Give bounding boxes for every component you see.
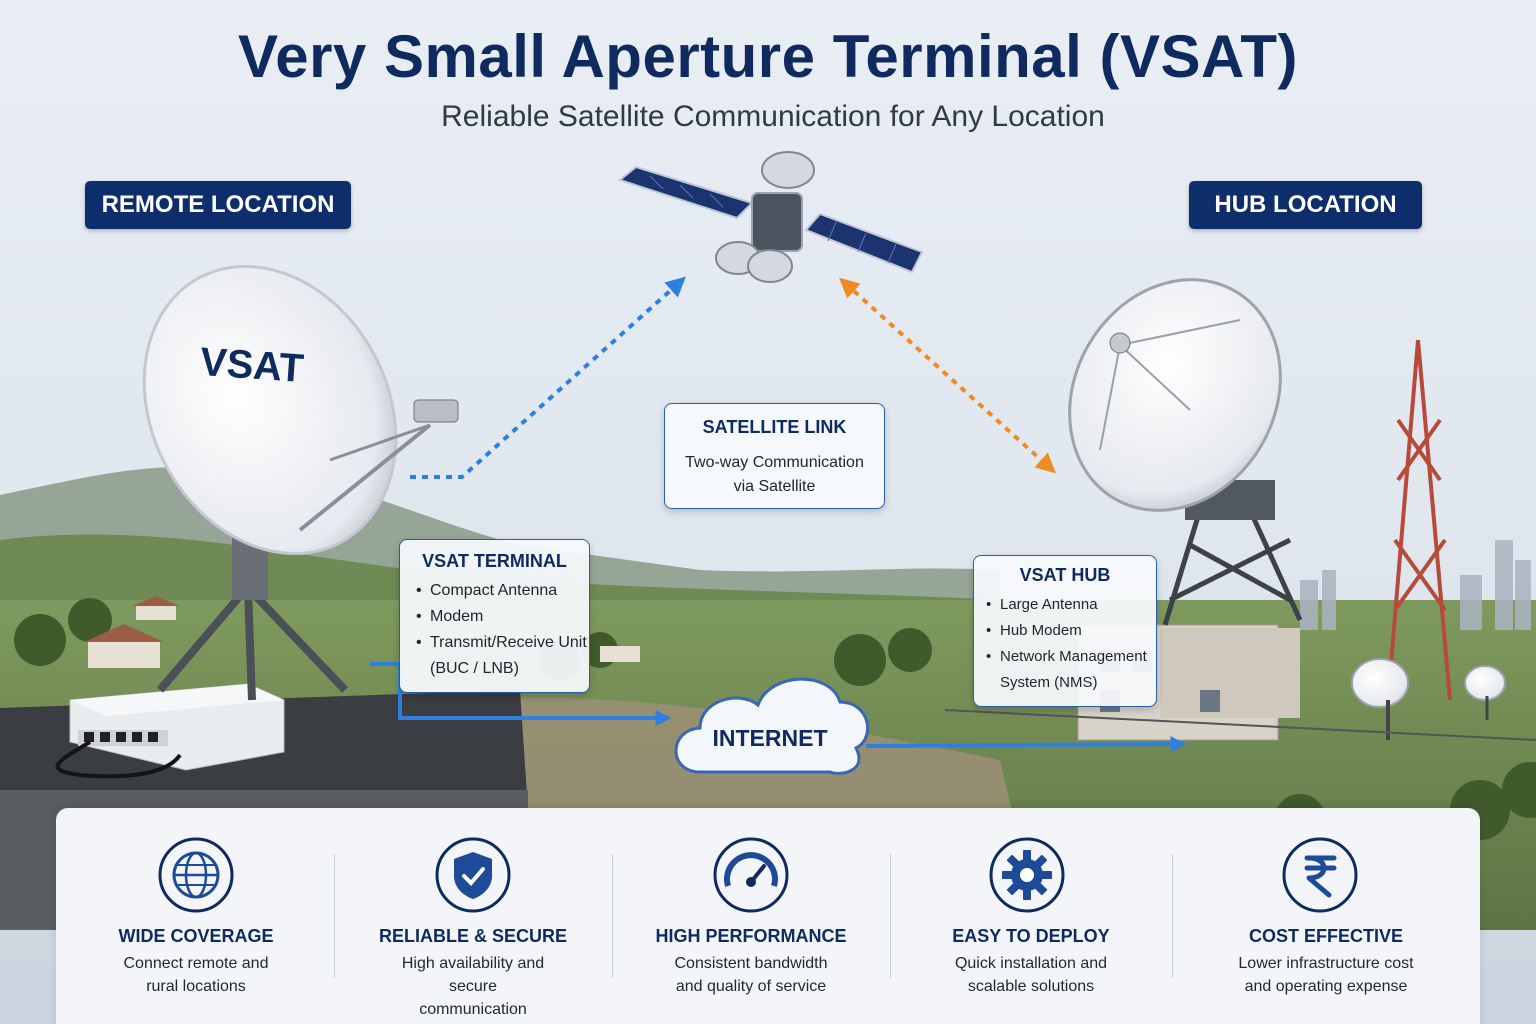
feature-description: Consistent bandwidth and quality of serv… <box>674 955 828 995</box>
internet-hub-line <box>865 736 1187 753</box>
vsat-hub-list: Large Antenna Hub Modem Network Manageme… <box>974 592 1156 696</box>
features-panel: WIDE COVERAGE Connect remote and rural l… <box>56 808 1480 1024</box>
hub-location-badge: HUB LOCATION <box>1189 181 1422 229</box>
modem-device <box>55 683 285 779</box>
vsat-terminal-card: VSAT TERMINAL Compact Antenna Modem Tran… <box>399 539 590 693</box>
feature-title: WIDE COVERAGE <box>118 926 274 946</box>
rupee-icon <box>1282 837 1358 913</box>
feature-divider <box>334 854 335 978</box>
feature-description: Connect remote and rural locations <box>123 955 269 995</box>
feature-divider <box>1172 854 1173 978</box>
internet-label: INTERNET <box>712 725 828 751</box>
list-item: Network Management System (NMS) <box>986 644 1156 696</box>
page-title: Very Small Aperture Terminal (VSAT) <box>237 23 1299 90</box>
feature-description: Lower infrastructure cost and operating … <box>1238 955 1414 995</box>
vsat-hub-card: VSAT HUB Large Antenna Hub Modem Network… <box>973 555 1157 707</box>
gear-icon <box>989 837 1065 913</box>
feature-title: EASY TO DEPLOY <box>952 926 1110 946</box>
speedometer-icon <box>713 837 789 913</box>
list-item: Large Antenna <box>986 592 1156 618</box>
feature-title: HIGH PERFORMANCE <box>655 926 847 946</box>
feature-easy-to-deploy: EASY TO DEPLOY Quick installation and sc… <box>890 808 1172 1024</box>
feature-high-performance: HIGH PERFORMANCE Consistent bandwidth an… <box>612 808 890 1024</box>
feature-title: COST EFFECTIVE <box>1248 926 1403 946</box>
shield-check-icon <box>435 837 511 913</box>
list-item: Modem <box>416 604 589 630</box>
feature-wide-coverage: WIDE COVERAGE Connect remote and rural l… <box>56 808 336 1024</box>
internet-cloud <box>674 677 870 775</box>
vsat-hub-title: VSAT HUB <box>1019 565 1111 585</box>
page-subtitle: Reliable Satellite Communication for Any… <box>441 100 1105 133</box>
remote-location-badge: REMOTE LOCATION <box>85 181 351 229</box>
satellite-link-title: SATELLITE LINK <box>702 417 847 437</box>
feature-reliable-secure: RELIABLE & SECURE High availability and … <box>334 808 612 1024</box>
feature-description: Quick installation and scalable solution… <box>954 955 1108 995</box>
feature-cost-effective: COST EFFECTIVE Lower infrastructure cost… <box>1172 808 1480 1024</box>
feature-divider <box>890 854 891 978</box>
satellite-link-card: SATELLITE LINK Two-way Communication via… <box>664 403 885 509</box>
uplink-arrow <box>410 276 686 479</box>
feature-divider <box>612 854 613 978</box>
vsat-terminal-title: VSAT TERMINAL <box>422 551 567 571</box>
globe-icon <box>158 837 234 913</box>
downlink-arrow <box>839 277 1056 474</box>
terminal-internet-line <box>370 662 672 726</box>
list-item: Compact Antenna <box>416 578 589 604</box>
satellite-link-description: Two-way Communication via Satellite <box>685 454 864 495</box>
feature-description: High availability and secure communicati… <box>401 955 545 1018</box>
satellite-right-panel <box>804 212 924 274</box>
feature-title: RELIABLE & SECURE <box>378 926 567 946</box>
vsat-terminal-list: Compact Antenna Modem Transmit/Receive U… <box>400 578 589 682</box>
list-item: Hub Modem <box>986 618 1156 644</box>
list-item: Transmit/Receive Unit (BUC / LNB) <box>416 630 589 682</box>
